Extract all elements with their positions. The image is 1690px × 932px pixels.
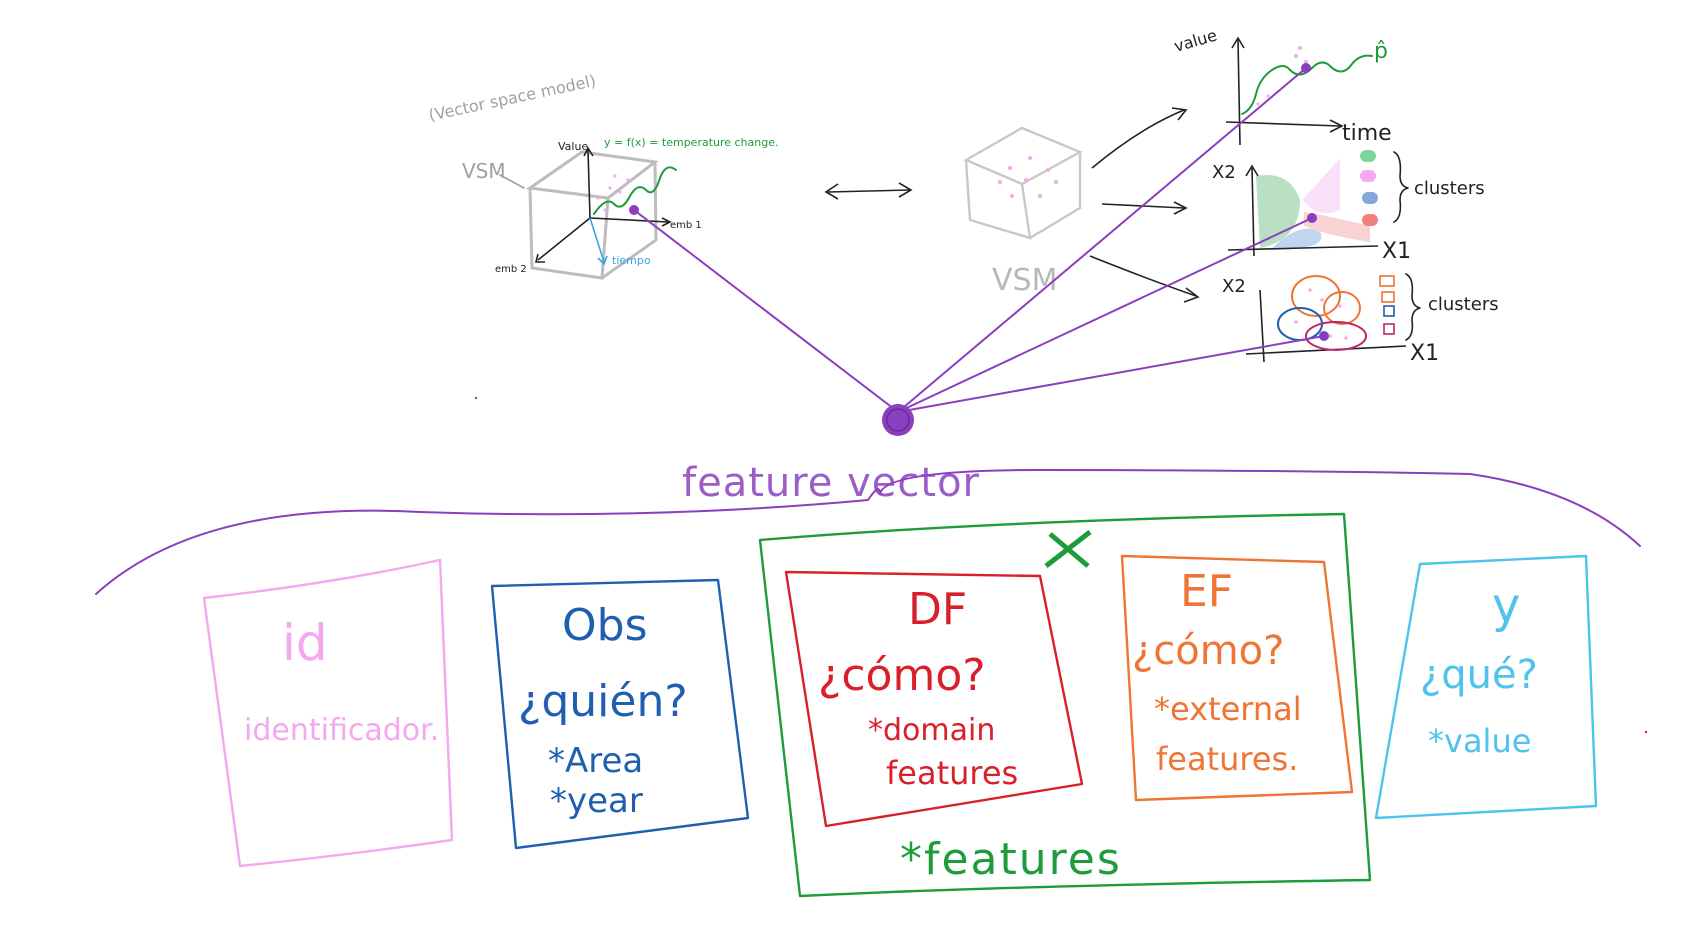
obs-box-title: Obs bbox=[562, 600, 648, 651]
time-series-line bbox=[1241, 54, 1373, 115]
right-cube-shape bbox=[963, 126, 1083, 240]
df-box-item1: *domain bbox=[868, 713, 995, 748]
pink-dots-cube bbox=[596, 174, 630, 212]
clusters-plot-1: X2 X1 clusters bbox=[1212, 150, 1485, 264]
df-box-item2: features bbox=[886, 754, 1018, 792]
clusters1-brace bbox=[1393, 151, 1409, 223]
close-icon bbox=[1044, 530, 1092, 568]
stray-mark-1 bbox=[474, 396, 478, 400]
df-box: DF ¿cómo? *domain features bbox=[784, 570, 1084, 828]
time-plot-dots bbox=[1256, 46, 1308, 106]
vsm-output-arrows bbox=[1089, 107, 1200, 303]
df-box-question: ¿cómo? bbox=[818, 650, 986, 701]
clusters1-xlabel: X1 bbox=[1382, 239, 1411, 264]
y-box-question: ¿qué? bbox=[1420, 652, 1538, 698]
ef-box-title: EF bbox=[1180, 566, 1233, 617]
stray-mark-2 bbox=[1644, 730, 1648, 734]
feature-vector-connectors bbox=[633, 67, 1325, 413]
y-box-item1: *value bbox=[1428, 722, 1531, 760]
cube-axes bbox=[534, 146, 672, 263]
feature-vector-label: feature vector bbox=[682, 460, 980, 506]
cluster-blobs bbox=[1277, 275, 1367, 351]
cluster2-dots bbox=[1294, 288, 1348, 340]
clusters1-legend-label: clusters bbox=[1414, 178, 1485, 199]
axis-time-label: tiempo bbox=[612, 254, 651, 267]
time-axis-arrow bbox=[589, 217, 608, 266]
function-label: y = f(x) = temperature change. bbox=[604, 136, 779, 149]
feature-vector-brace bbox=[95, 469, 1641, 595]
y-box-title: y bbox=[1492, 578, 1520, 634]
clusters1-legend-swatches bbox=[1360, 150, 1378, 226]
time-plot-axes bbox=[1225, 36, 1344, 146]
clusters2-brace bbox=[1405, 273, 1421, 341]
ef-box: EF ¿cómo? *external features. bbox=[1120, 554, 1354, 802]
time-plot-xlabel: time bbox=[1342, 121, 1392, 146]
id-box: id identificador. bbox=[202, 558, 454, 868]
axis-emb1-label: emb 1 bbox=[670, 220, 702, 231]
feature-vector-node-ring bbox=[886, 408, 910, 432]
clusters2-legend-label: clusters bbox=[1428, 294, 1499, 315]
id-box-title: id bbox=[282, 614, 328, 672]
y-box: y ¿qué? *value bbox=[1374, 554, 1598, 820]
axis-value-label: Value bbox=[558, 140, 588, 153]
ef-box-question: ¿cómo? bbox=[1132, 628, 1284, 674]
obs-box-item1: *Area bbox=[548, 741, 643, 781]
vsm-pointer-arrow bbox=[499, 174, 525, 189]
axis-emb2-label: emb 2 bbox=[495, 264, 527, 275]
temperature-series-line bbox=[593, 166, 677, 215]
obs-box: Obs ¿quién? *Area *year bbox=[490, 578, 750, 850]
clusters2-xlabel: X1 bbox=[1410, 341, 1439, 366]
bidirectional-arrow-icon bbox=[824, 182, 913, 200]
vsm-label-right: VSM bbox=[992, 263, 1057, 298]
vector-space-model-note: (Vector space model) bbox=[427, 71, 598, 125]
time-plot-ylabel: value bbox=[1172, 26, 1219, 56]
obs-box-question: ¿quién? bbox=[518, 676, 688, 727]
df-box-title: DF bbox=[908, 584, 967, 635]
right-cube-dots bbox=[998, 156, 1058, 198]
left-vsm-diagram: (Vector space model) VSM Value emb 1 emb… bbox=[427, 71, 779, 280]
features-label: *features bbox=[900, 834, 1122, 885]
features-box: *features bbox=[758, 512, 1372, 898]
clusters1-ylabel: X2 bbox=[1212, 162, 1236, 183]
id-box-subtitle: identificador. bbox=[244, 713, 439, 748]
clusters2-legend-swatches bbox=[1379, 275, 1395, 335]
time-plot-hat-label: p̂ bbox=[1374, 39, 1388, 64]
clusters-plot-2: X2 X1 clusters bbox=[1222, 273, 1499, 366]
right-vsm-diagram: VSM bbox=[963, 107, 1200, 303]
ef-box-item1: *external bbox=[1154, 690, 1302, 728]
obs-box-item2: *year bbox=[550, 781, 643, 821]
time-series-plot: value time p̂ bbox=[1172, 26, 1392, 146]
vsm-label-left: VSM bbox=[462, 159, 506, 183]
clusters1-axes bbox=[1227, 164, 1379, 257]
ef-box-item2: features. bbox=[1156, 740, 1298, 778]
clusters2-ylabel: X2 bbox=[1222, 276, 1246, 297]
